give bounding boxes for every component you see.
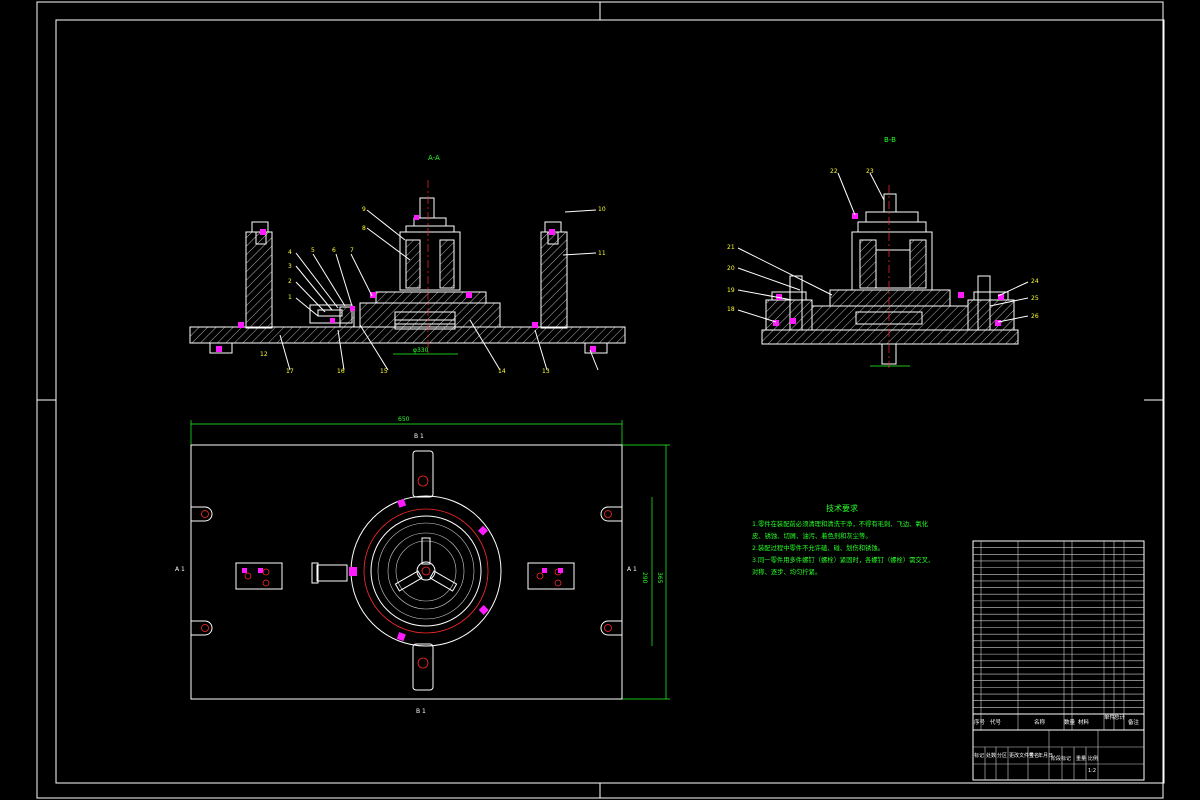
tb-label-stage: 阶段标记 <box>1051 755 1071 762</box>
aa-callout-10: 10 <box>598 206 606 213</box>
bb-callout-26: 26 <box>1031 313 1039 320</box>
bb-callout-23: 23 <box>866 168 874 175</box>
aa-callout-4: 4 <box>288 249 292 256</box>
parts-header-remark: 备注 <box>1128 718 1140 726</box>
aa-callout-7: 7 <box>350 247 354 254</box>
section-aa-view: A-A φ330 <box>189 154 626 375</box>
title-block: 标记 处数 分区 更改文件号 签名 年月日 阶段标记 重量 比例 1:2 <box>972 729 1145 781</box>
sheet-border <box>36 1 1165 799</box>
aa-callout-1: 1 <box>288 294 292 301</box>
bb-callout-19: 19 <box>727 287 735 294</box>
bb-callout-18: 18 <box>727 306 735 313</box>
tb-label-date: 年月日 <box>1038 752 1053 759</box>
overall-width-dim: 650 <box>398 416 410 423</box>
aa-callout-11: 11 <box>598 250 606 257</box>
bb-callout-24: 24 <box>1031 278 1039 285</box>
tb-label-scale: 比例 <box>1088 755 1098 762</box>
parts-header-qty: 数量 <box>1064 718 1076 726</box>
tech-line-3: 2.装配过程中零件不允许磕、碰、划伤和锈蚀。 <box>752 543 884 552</box>
aa-callout-16: 16 <box>337 368 345 375</box>
aa-callout-2: 2 <box>288 278 292 285</box>
parts-header-material: 材料 <box>1078 718 1090 726</box>
parts-header-total: 总计 <box>1114 713 1126 721</box>
parts-header-no: 序号 <box>974 718 986 726</box>
tech-line-5: 对称、逐步、均匀拧紧。 <box>752 567 821 576</box>
height-outer-dim: 365 <box>656 572 663 584</box>
bb-callout-20: 20 <box>727 265 735 272</box>
aa-callout-5: 5 <box>311 247 315 254</box>
parts-header-unit: 单件 <box>1104 713 1116 721</box>
aa-callout-12: 12 <box>260 351 268 358</box>
bb-callout-21: 21 <box>727 244 735 251</box>
aa-callout-9: 9 <box>362 206 366 213</box>
section-mark-right: A 1 <box>627 566 637 573</box>
aa-callout-8: 8 <box>362 225 366 232</box>
aa-callout-15: 15 <box>380 368 388 375</box>
section-aa-label: A-A <box>428 154 440 162</box>
tb-label-zone: 分区 <box>997 752 1007 759</box>
aa-callout-6: 6 <box>332 247 336 254</box>
aa-callout-14: 14 <box>498 368 506 375</box>
inner-width-label: B 1 <box>414 433 424 440</box>
aa-callout-3: 3 <box>288 263 292 270</box>
parts-header-code: 代号 <box>990 718 1002 726</box>
height-inner-dim: 290 <box>641 572 648 584</box>
hole-dim-label: φ330 <box>413 347 429 354</box>
tech-line-2: 皮、锈蚀、切屑、油污、着色剂和灰尘等。 <box>752 531 872 540</box>
aa-callout-13: 13 <box>542 368 550 375</box>
tb-label-sign: 签名 <box>1029 752 1039 759</box>
section-bb-label: B-B <box>884 136 896 144</box>
tb-scale-value: 1:2 <box>1088 768 1096 774</box>
tech-line-1: 1.零件在装配前必须清理和清洗干净，不得有毛刺、飞边、氧化 <box>752 519 929 528</box>
section-mark-bottom: B 1 <box>416 708 426 715</box>
bb-callout-22: 22 <box>830 168 838 175</box>
tb-label-change-doc: 更改文件号 <box>1009 752 1034 759</box>
parts-list: 序号 代号 名称 数量 材料 单件 总计 备注 <box>972 540 1145 731</box>
tech-title: 技术要求 <box>826 503 858 513</box>
tb-label-mark: 标记 <box>974 752 984 759</box>
section-bb-view: B-B <box>727 136 1039 368</box>
technical-requirements: 技术要求 1.零件在装配前必须清理和清洗干净，不得有毛刺、飞边、氧化 皮、锈蚀、… <box>752 503 934 576</box>
tb-label-weight: 重量 <box>1076 755 1086 762</box>
section-mark-left: A 1 <box>175 566 185 573</box>
aa-callout-17: 17 <box>286 368 294 375</box>
tech-line-4: 3.同一零件用多件螺钉（螺栓）紧固时，各螺钉（螺栓）需交叉、 <box>752 555 934 564</box>
bb-callout-25: 25 <box>1031 295 1039 302</box>
plan-view: 650 B 1 365 290 <box>175 416 670 715</box>
tb-label-count: 处数 <box>986 752 996 759</box>
parts-header-name: 名称 <box>1034 718 1046 726</box>
